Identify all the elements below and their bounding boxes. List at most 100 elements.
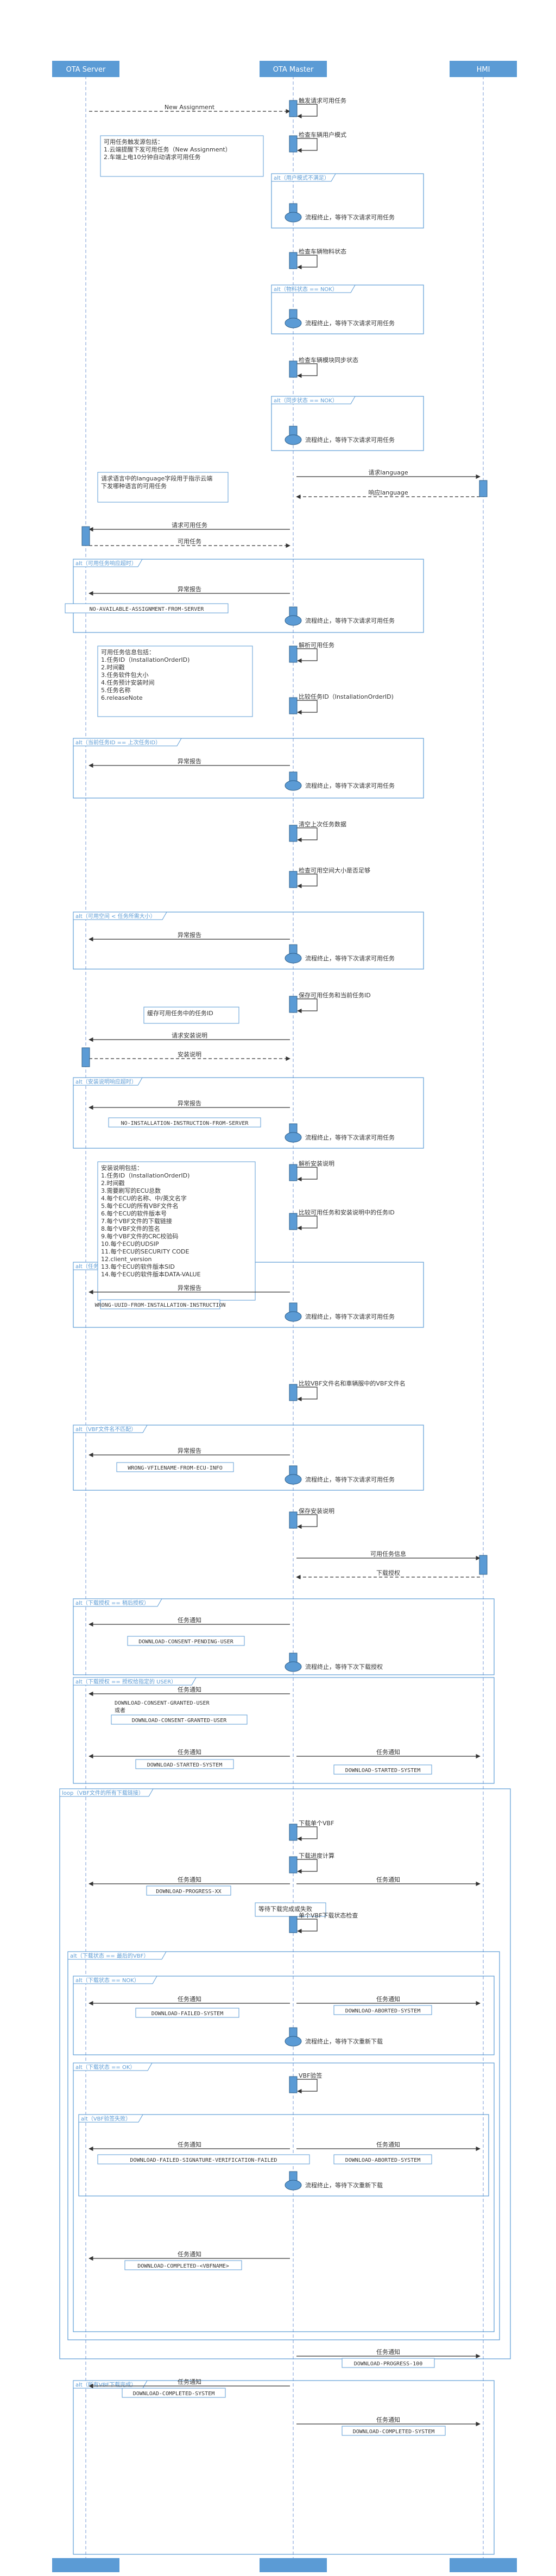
self-message [296, 2079, 318, 2094]
alt-frame [73, 738, 424, 799]
status-box [100, 1299, 220, 1309]
message-label: VBF验签 [299, 2072, 322, 2079]
activation-bar [289, 1511, 298, 1529]
status-box [146, 1885, 231, 1896]
terminal-node [285, 1132, 302, 1143]
note-text: 2.车端上电10分钟自动请求可用任务 [104, 153, 201, 161]
terminal-node [285, 615, 302, 626]
self-message [296, 648, 318, 663]
participant-label-master: OTA Master [273, 66, 314, 74]
self-message [296, 1514, 318, 1529]
note-text: 8.每个VBF文件的签名 [101, 1225, 160, 1232]
message-label: 任务通知 [178, 1616, 201, 1624]
note-text: 10.每个ECU的UDSIP [101, 1240, 159, 1248]
status-box-label: DOWNLOAD-ABORTED-SYSTEM [345, 2008, 420, 2014]
frame-tab [78, 2114, 143, 2123]
message-label: 检查车辆物料状态 [299, 248, 346, 255]
frame-tab [73, 1598, 162, 1607]
activation-bar [289, 825, 298, 842]
frame-label: alt（当前任务ID == 上次任务ID） [75, 739, 161, 746]
message-label: 异常报告 [178, 585, 201, 593]
self-message [296, 1826, 318, 1841]
status-box-label: DOWNLOAD-FAILED-SYSTEM [151, 2011, 223, 2017]
consent-note-text: DOWNLOAD-CONSENT-GRANTED-USER [115, 1700, 210, 1706]
status-box [111, 1714, 248, 1725]
message-label: 任务通知 [178, 2141, 201, 2148]
participant-headers: OTA Server OTA Master HMI [52, 61, 517, 2572]
alt-frame [73, 1077, 424, 1149]
frame-label: alt（可用任务响应超时） [75, 560, 137, 567]
note-text: 11.每个ECU的SECURITY CODE [101, 1248, 189, 1255]
frame-label: alt（同步状态 == NOK） [274, 397, 338, 404]
terminal-label: 流程终止，等待下次请求可用任务 [305, 782, 395, 789]
terminal-label: 流程终止，等待下次请求可用任务 [305, 319, 395, 327]
participant-label-ota: OTA Server [66, 66, 106, 74]
alt-frame [271, 173, 424, 229]
frame-tab [73, 1077, 143, 1086]
note-text: 13.每个ECU的软件版本SID [101, 1263, 175, 1270]
message-label: 异常报告 [178, 1099, 201, 1107]
alt-frame [73, 2062, 495, 2332]
frame-label: alt（下载状态 == NOK） [75, 1977, 140, 1984]
status-boxes: NO-AVAILABLE-ASSIGNMENT-FROM-SERVERNO-IN… [65, 603, 446, 2436]
status-box [342, 2426, 446, 2436]
alt-frame [73, 912, 424, 970]
message-label: 任务通知 [178, 1876, 201, 1883]
activation-bar [289, 697, 298, 714]
activation-bar [289, 1384, 298, 1401]
message-label: 解析安装说明 [299, 1160, 334, 1167]
terminal-node [285, 212, 302, 223]
note-box [255, 1902, 326, 1917]
message-label: 任务通知 [376, 2348, 400, 2356]
status-box [135, 1759, 234, 1769]
note-text: 5.每个ECU的所有VBF文件名 [101, 1202, 179, 1210]
alt-frame [73, 559, 424, 633]
activation-bar [289, 1856, 298, 1874]
message-label: 请求安装说明 [172, 1031, 207, 1039]
frame-label: alt（下载授权 == 授权给指定的 USER） [75, 1678, 176, 1685]
status-box-label: NO-INSTALLATION-INSTRUCTION-FROM-SERVER [121, 1121, 249, 1126]
status-box-label: WRONG-VFILENAME-FROM-ECU-INFO [128, 1465, 223, 1471]
activation-bar [81, 526, 90, 546]
message-label: 触发请求可用任务 [299, 97, 346, 104]
frame-tab [73, 738, 182, 746]
terminal-label: 流程终止，等待下次重新下载 [305, 2037, 383, 2045]
terminal-label: 流程终止，等待下次请求可用任务 [305, 1134, 395, 1141]
note-text: 1.云端提醒下发可用任务（New Assignment） [104, 145, 231, 153]
message-label: 任务通知 [376, 1748, 400, 1756]
activation-bar [289, 100, 298, 117]
message-label: 检查可用空间大小是否足够 [299, 866, 370, 874]
status-box-label: WRONG-UUID-FROM-INSTALLATION-INSTRUCTION [95, 1302, 226, 1308]
frame-label: alt（可用空间 < 任务所需大小） [75, 913, 156, 920]
participant-master [260, 61, 327, 77]
message-label: 异常报告 [178, 757, 201, 765]
alt-frame [73, 1598, 495, 1675]
status-box-label: DOWNLOAD-ABORTED-SYSTEM [345, 2157, 420, 2163]
frame-label: alt（所有VBF下载完成） [75, 2381, 136, 2388]
activation-bar [289, 1916, 298, 1933]
note-text: 6.releaseNote [101, 694, 143, 701]
message-label: 下载进度计算 [299, 1852, 334, 1859]
self-message [296, 998, 318, 1014]
frame-tab [73, 2062, 153, 2071]
frame-tab [271, 284, 356, 293]
message-label: 下载单个VBF [299, 1820, 334, 1827]
terminal-label: 流程终止，等待下次下载授权 [305, 1663, 383, 1670]
frame-label: alt（安装说明响应超时） [75, 1078, 137, 1085]
message-label: 任务通知 [376, 1876, 400, 1883]
terminal-label: 流程终止，等待下次请求可用任务 [305, 1476, 395, 1483]
note-text: 6.每个ECU的软件版本号 [101, 1210, 167, 1217]
note-text: 4.每个ECU的名称、中/英文名字 [101, 1194, 187, 1202]
message-label: 请求language [368, 469, 408, 476]
alt-frame [73, 2380, 495, 2555]
frames: alt（用户模式不满足）alt（物料状态 == NOK）alt（同步状态 == … [59, 173, 511, 2555]
note-text: 2.时间戳 [101, 664, 125, 671]
note-text: 下发哪种语言的可用任务 [101, 482, 167, 490]
participant-label-hmi: HMI [477, 66, 490, 74]
note-text: 2.时间戳 [101, 1180, 125, 1187]
note-text: 12.client_version [101, 1256, 152, 1263]
terminal-node [285, 780, 302, 791]
activation-bar [289, 871, 298, 888]
note-box [97, 645, 253, 717]
